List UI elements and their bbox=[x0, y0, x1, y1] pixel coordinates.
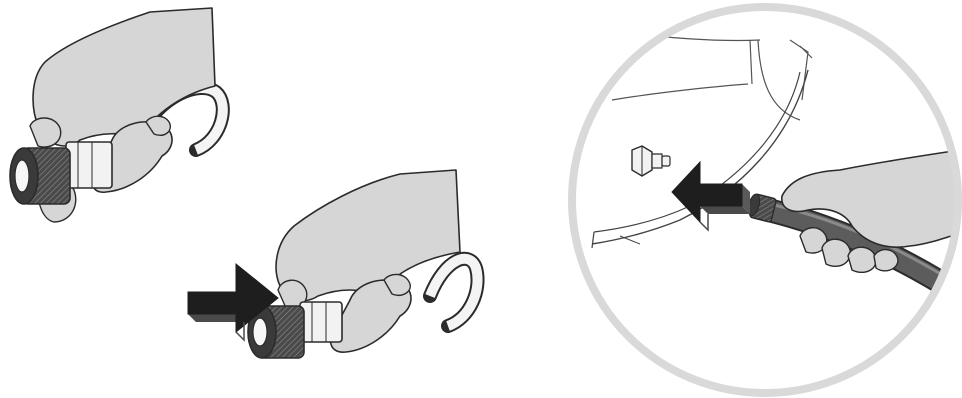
coupler-body-1 bbox=[66, 142, 112, 188]
coupler-bore-1 bbox=[15, 160, 29, 192]
panel-3 bbox=[570, 5, 962, 395]
panel-2 bbox=[188, 170, 478, 358]
hand-upper-1 bbox=[33, 8, 215, 146]
quick-coupler-1 bbox=[10, 142, 112, 204]
arrow-connect-bottom bbox=[700, 206, 750, 214]
hose-loop-2 bbox=[430, 259, 478, 326]
finger-3b bbox=[822, 239, 850, 266]
finger-1b bbox=[30, 118, 61, 147]
finger-3c bbox=[848, 247, 876, 272]
panel-1 bbox=[10, 8, 223, 222]
finger-3d bbox=[874, 250, 898, 271]
